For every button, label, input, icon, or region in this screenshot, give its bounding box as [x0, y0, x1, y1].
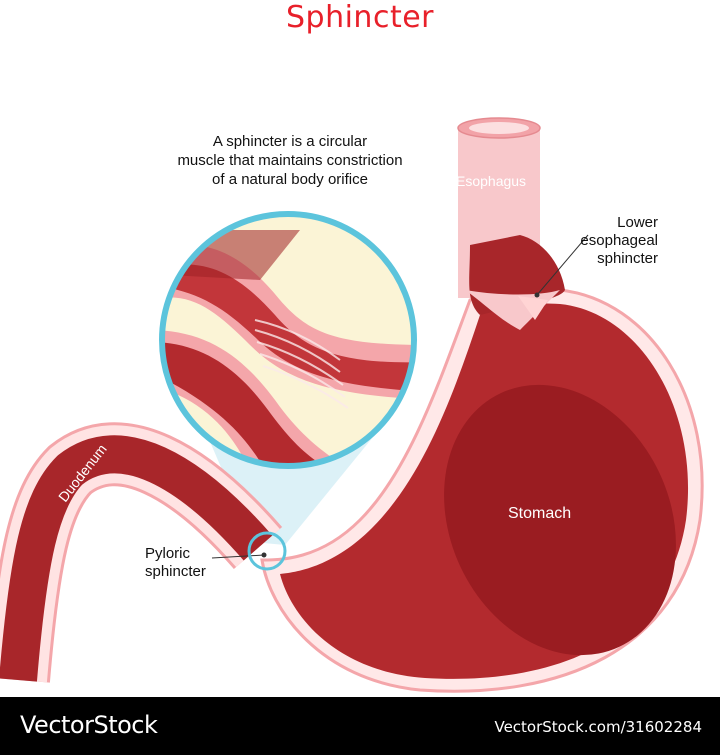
definition-caption: A sphincter is a circular muscle that ma…	[150, 132, 430, 189]
pyloric-label-line-2: sphincter	[145, 563, 206, 580]
pyloric-label: Pyloric sphincter	[145, 545, 206, 581]
les-leader-line	[536, 234, 589, 296]
les-label-line-1: Lower	[617, 214, 658, 231]
stomach-body	[260, 235, 704, 693]
les-label-line-3: sphincter	[597, 250, 658, 267]
stomach-label: Stomach	[508, 505, 572, 522]
caption-line-2: muscle that maintains constriction	[177, 152, 403, 169]
pyloric-label-line-1: Pyloric	[145, 545, 191, 562]
stomach-diagram	[0, 117, 704, 693]
pyloric-leader-line	[211, 554, 265, 559]
brand-logo: VectorStock	[20, 711, 158, 739]
caption-line-3: of a natural body orifice	[212, 171, 368, 188]
pyloric-lens-ring	[247, 531, 287, 571]
esophagus-label: Esophagus	[456, 173, 527, 189]
image-credit: VectorStock.com/31602284	[494, 718, 702, 736]
caption-line-1: A sphincter is a circular	[212, 133, 368, 150]
les-label: Lower esophageal sphincter	[558, 214, 658, 268]
les-label-line-2: esophageal	[580, 232, 658, 249]
duodenum-tube	[0, 422, 283, 683]
page-title: Sphincter	[286, 0, 434, 35]
watermark-footer: VectorStock VectorStock.com/31602284	[0, 697, 720, 755]
magnifier-lens	[159, 211, 417, 469]
stomach-inner-fold	[444, 384, 676, 656]
